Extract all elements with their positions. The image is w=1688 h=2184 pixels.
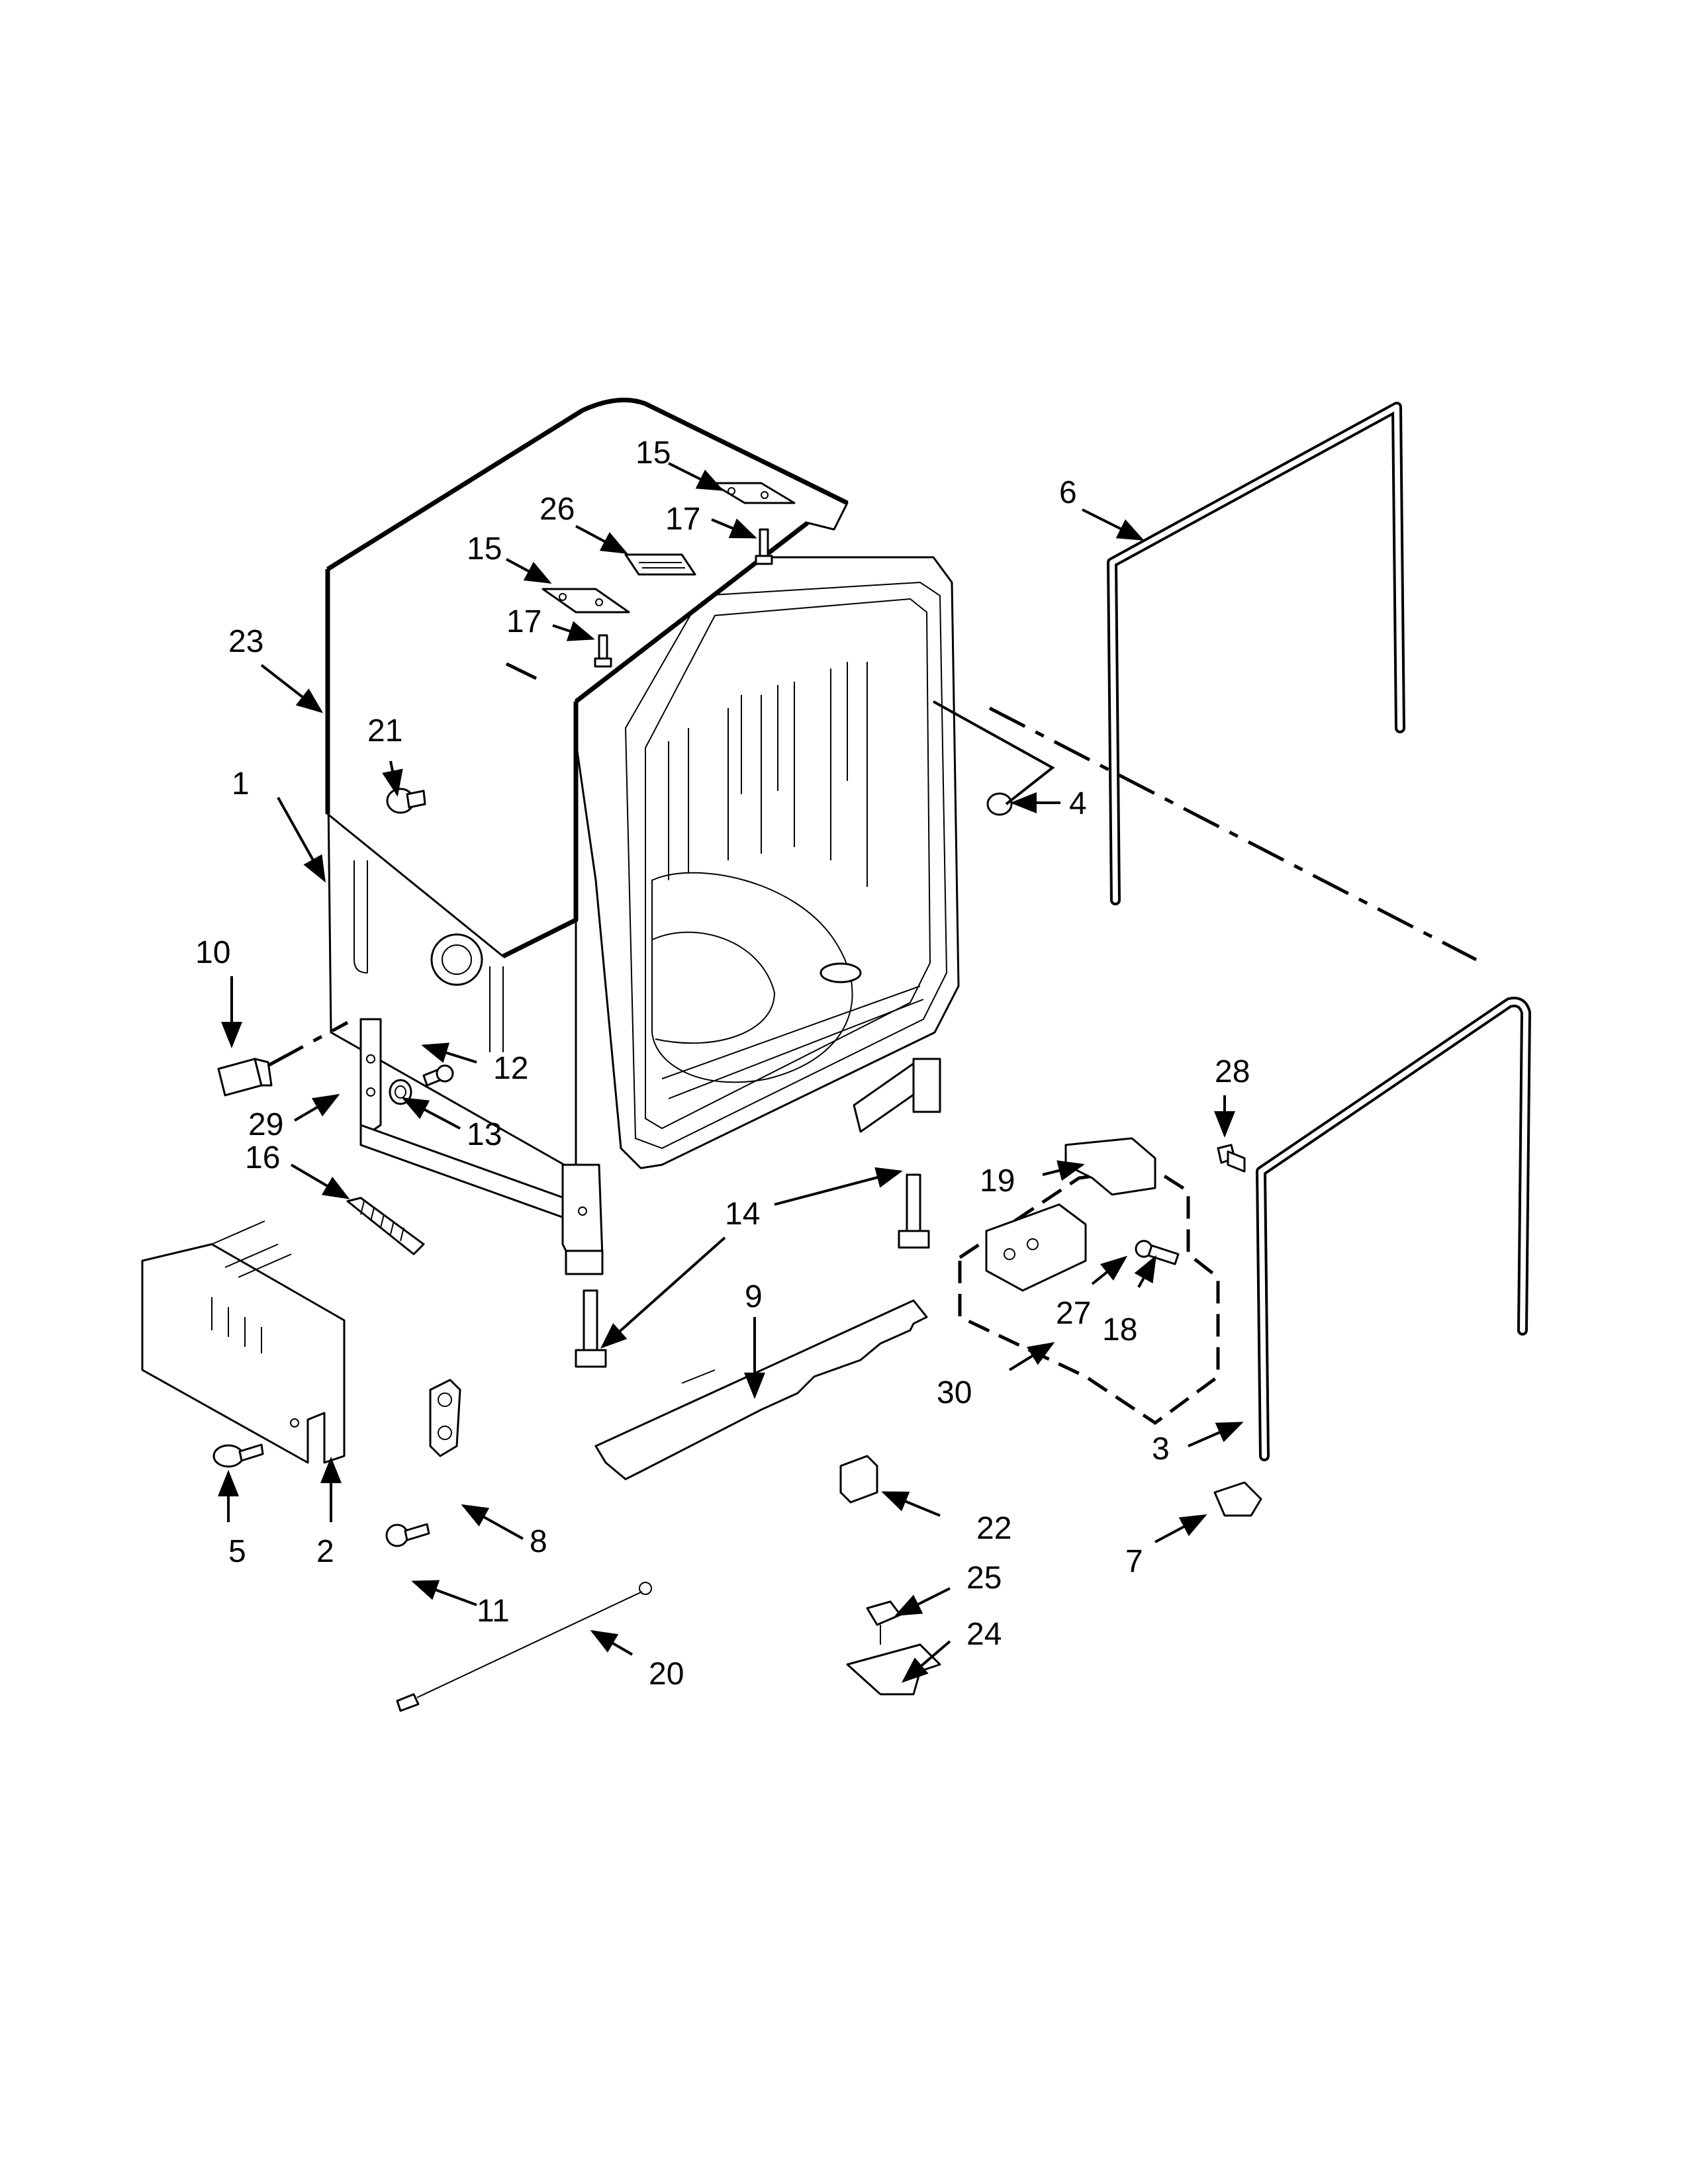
screw-18 <box>1135 1240 1180 1265</box>
screw-lower <box>594 634 612 668</box>
callout-23: 23 <box>228 624 263 659</box>
thermostat-25 <box>866 1600 902 1645</box>
callout-1: 1 <box>232 766 250 801</box>
callout-28: 28 <box>1215 1054 1250 1089</box>
hinge-bracket-lower <box>541 588 630 614</box>
callout-15-upper: 15 <box>635 435 671 471</box>
shield-9 <box>594 1299 928 1480</box>
bracket-8 <box>429 1379 461 1457</box>
screw-upper <box>755 528 773 565</box>
screw-12 <box>422 1064 454 1087</box>
callout-9: 9 <box>745 1279 763 1314</box>
callout-2: 2 <box>316 1534 334 1569</box>
callout-8: 8 <box>530 1524 547 1559</box>
callout-30: 30 <box>937 1375 972 1410</box>
callout-21: 21 <box>367 713 402 749</box>
clip-22 <box>839 1455 878 1504</box>
callout-26: 26 <box>539 492 575 527</box>
plug-button <box>386 788 426 814</box>
callout-13: 13 <box>467 1117 502 1152</box>
toe-panel <box>141 1220 346 1464</box>
callout-10: 10 <box>195 935 230 970</box>
callout-labels: 1 2 3 4 5 6 7 8 9 10 11 12 13 14 15 15 1… <box>195 435 1250 1692</box>
callout-17-upper: 17 <box>665 502 700 537</box>
screw-11 <box>385 1523 430 1547</box>
callout-27: 27 <box>1056 1296 1091 1331</box>
callout-4: 4 <box>1069 786 1087 821</box>
callout-19: 19 <box>980 1163 1015 1199</box>
door-gasket-top <box>1107 402 1405 905</box>
spring-16 <box>346 1197 425 1255</box>
clip-7 <box>1213 1481 1262 1517</box>
callout-24: 24 <box>966 1617 1002 1652</box>
callout-3: 3 <box>1152 1432 1170 1467</box>
callout-14: 14 <box>725 1197 760 1232</box>
callout-15-lower: 15 <box>467 531 502 567</box>
vent-clip <box>624 553 696 576</box>
dishwasher-tub <box>325 397 960 1275</box>
hinge-bracket-upper <box>710 482 796 504</box>
leader-arrows <box>218 462 1244 1683</box>
callout-17-lower: 17 <box>506 604 541 639</box>
callout-12: 12 <box>493 1051 528 1086</box>
callout-16: 16 <box>245 1140 280 1175</box>
callout-20: 20 <box>649 1657 684 1692</box>
bracket-24 <box>846 1643 941 1696</box>
callout-7: 7 <box>1125 1544 1143 1579</box>
callout-29: 29 <box>248 1107 283 1142</box>
callout-22: 22 <box>976 1511 1011 1546</box>
mount-bracket <box>985 1203 1087 1292</box>
callout-6: 6 <box>1059 475 1077 510</box>
screw-28 <box>1217 1144 1246 1173</box>
screw-5 <box>212 1443 264 1468</box>
leveling-leg-right <box>898 1173 930 1249</box>
leveling-leg-left <box>575 1289 607 1368</box>
callout-25: 25 <box>966 1561 1002 1596</box>
callout-18: 18 <box>1102 1312 1137 1347</box>
door-gasket-bottom <box>1256 997 1531 1461</box>
callout-5: 5 <box>228 1534 246 1569</box>
ground-wire-20 <box>396 1582 652 1712</box>
block-10 <box>217 1058 273 1097</box>
callout-11: 11 <box>477 1594 510 1629</box>
